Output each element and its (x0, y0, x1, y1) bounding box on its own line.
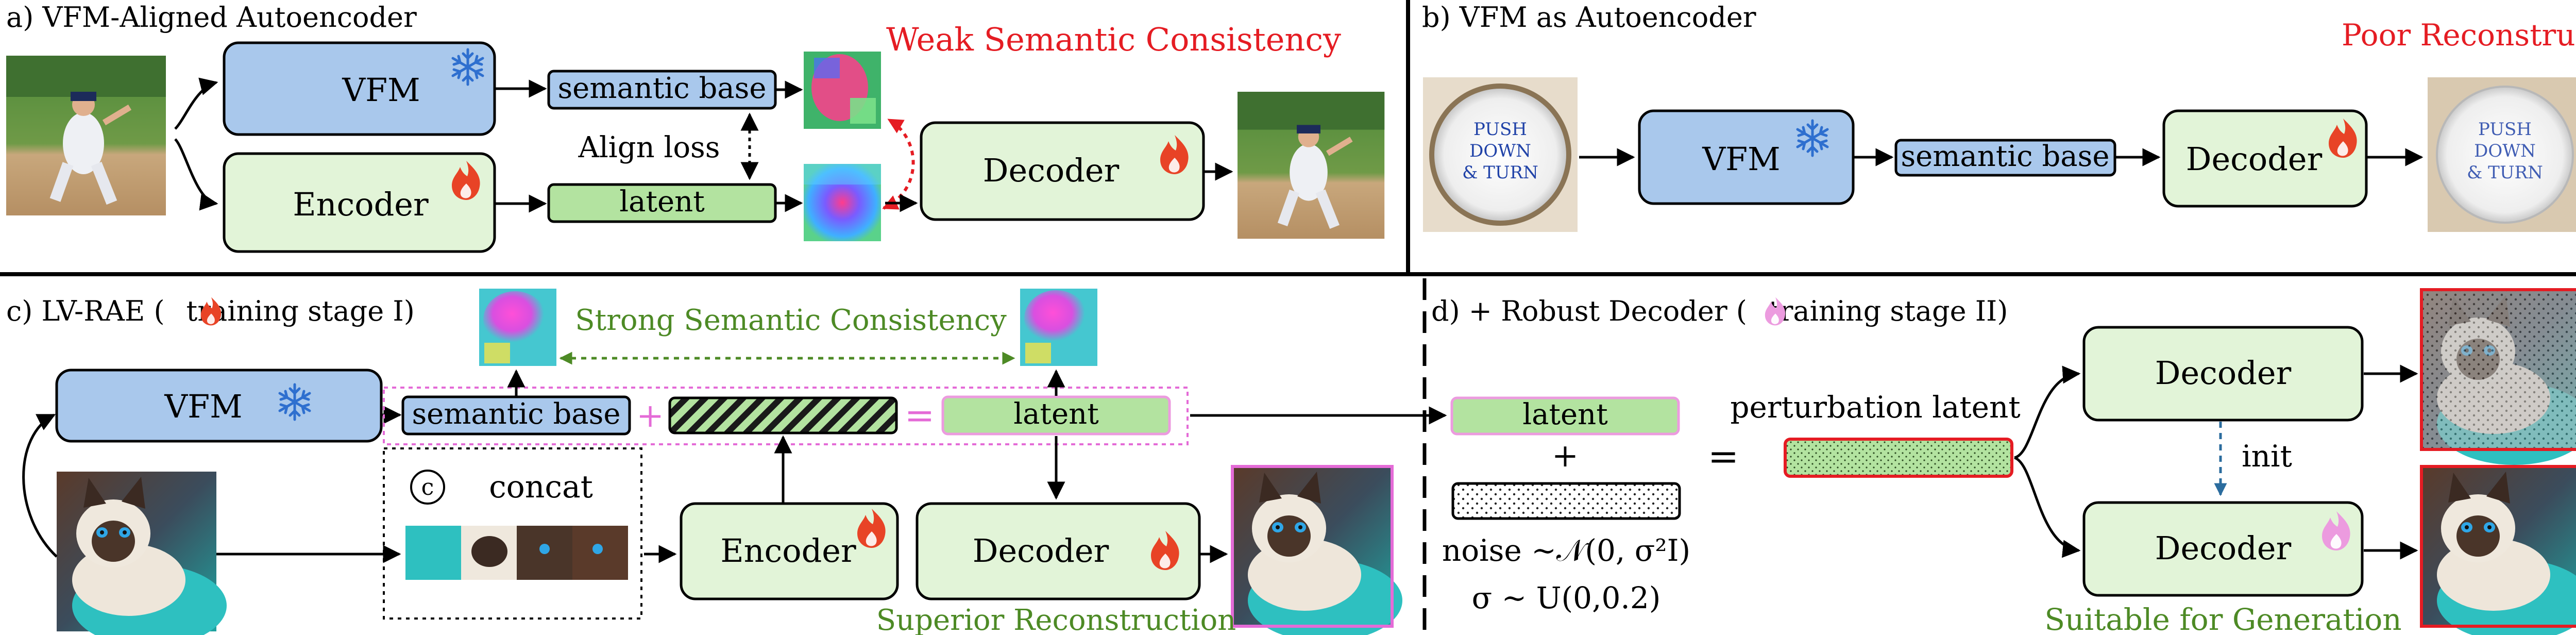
panel-b-input-image: PUSH DOWN & TURN (1423, 77, 1578, 232)
concat-label: concat (489, 469, 593, 505)
panel-b-note: Poor Reconstruction (2342, 18, 2576, 53)
panel-a-title: a) VFM-Aligned Autoencoder (6, 1, 417, 34)
panel-b-vfm-block: VFM (1638, 109, 1855, 205)
noise-box (1451, 482, 1681, 520)
panel-d-equals: = (1708, 435, 1739, 478)
perturbation-label: perturbation latent (1730, 390, 2020, 425)
panel-c-output-image (1231, 465, 1402, 635)
hatched-residual-latent (668, 396, 898, 435)
equals-sign: = (905, 394, 935, 437)
concat-box (383, 447, 642, 620)
panel-a-output-image (1238, 92, 1384, 239)
panel-c-latent-feature-map (1020, 289, 1097, 366)
latent-label: latent (1522, 398, 1608, 431)
align-loss-label: Align loss (578, 131, 720, 164)
panel-d-decoder-bottom-label: Decoder (2155, 529, 2292, 567)
perturbation-latent-box (1784, 438, 2013, 478)
cap-line-1: PUSH (1473, 119, 1527, 140)
panel-c-semantic-feature-map (479, 289, 556, 366)
semantic-base-label: semantic base (412, 397, 620, 431)
cap-output-line-3: & TURN (2467, 162, 2543, 183)
latent-label: latent (1013, 397, 1099, 431)
panel-c-decoder-block: Decoder (916, 502, 1201, 600)
panel-c-decoder-label: Decoder (973, 532, 1109, 570)
concat-patch-strip (405, 526, 628, 580)
latent-label: latent (619, 185, 705, 219)
panel-c-input-image (57, 472, 227, 635)
panel-d-title-prefix: d) + Robust Decoder ( (1431, 295, 1747, 327)
panel-a-vfm-block: VFM (223, 41, 496, 136)
panel-d-latent: latent (1450, 396, 1680, 436)
panel-a-latent-feature-map (804, 164, 881, 241)
panel-d-decoder-top: Decoder (2082, 326, 2364, 422)
panel-c-note-top: Strong Semantic Consistency (575, 304, 1007, 337)
panel-c-title: c) LV-RAE ( training stage I) (6, 295, 415, 327)
panel-a-note: Weak Semantic Consistency (886, 21, 1341, 58)
panel-a-input-image (6, 56, 166, 215)
panel-d-noisy-output-image (2420, 288, 2576, 465)
panel-c-vfm-block: VFM (55, 369, 383, 443)
panel-b: b) VFM as Autoencoder Poor Reconstructio… (1422, 1, 2576, 232)
panel-c-latent: latent (941, 395, 1171, 436)
panel-a: a) VFM-Aligned Autoencoder Weak Semantic… (6, 1, 1384, 253)
panel-d: d) + Robust Decoder (training stage II) … (1431, 288, 2576, 635)
panel-a-vfm-label: VFM (342, 71, 420, 109)
panel-b-output-image: PUSH DOWN & TURN (2428, 77, 2576, 232)
panel-b-semantic-base: semantic base (1894, 139, 2116, 177)
cap-line-3: & TURN (1462, 162, 1538, 183)
concat-symbol-circle (410, 470, 445, 505)
panel-a-semantic-feature-map (804, 52, 881, 129)
panel-c: c) LV-RAE ( training stage I) Strong Sema… (6, 289, 1447, 635)
panel-d-decoder-bottom: Decoder (2082, 501, 2364, 597)
panel-a-encoder-block: Encoder (223, 152, 496, 253)
init-label: init (2242, 439, 2292, 474)
cap-output-line-2: DOWN (2474, 141, 2536, 161)
panel-a-latent: latent (547, 183, 777, 223)
plus-sign: + (636, 397, 664, 435)
cap-line-2: DOWN (1469, 141, 1531, 161)
panel-b-title: b) VFM as Autoencoder (1422, 1, 1756, 34)
panel-d-clean-output-image (2420, 465, 2576, 635)
panel-c-note-bottom: Superior Reconstruction (876, 604, 1236, 635)
panel-a-decoder-block: Decoder (920, 121, 1205, 221)
panel-d-note-bottom: Suitable for Generation (2044, 602, 2401, 635)
panel-c-title-prefix: c) LV-RAE ( (6, 295, 165, 327)
panel-a-semantic-base: semantic base (547, 70, 777, 110)
panel-d-title: d) + Robust Decoder ( training stage II) (1431, 295, 2008, 327)
panel-d-decoder-top-label: Decoder (2155, 354, 2292, 392)
panel-c-encoder-block: Encoder (680, 502, 899, 600)
concat-symbol: c (421, 474, 434, 500)
panel-c-title-suffix: training stage I) (187, 295, 415, 327)
panel-b-decoder-label: Decoder (2186, 140, 2323, 178)
panel-b-decoder-block: Decoder (2162, 109, 2368, 208)
panel-c-encoder-label: Encoder (720, 532, 856, 570)
noise-formula: noise ~𝒩(0, σ²I) (1442, 533, 1690, 568)
panel-d-title-suffix: training stage II) (1769, 295, 2008, 327)
sigma-formula: σ ~ U(0,0.2) (1472, 580, 1661, 615)
panel-c-semantic-base: semantic base (401, 395, 631, 436)
panel-b-vfm-label: VFM (1702, 140, 1780, 178)
cap-output-line-1: PUSH (2478, 119, 2532, 140)
panel-a-decoder-label: Decoder (983, 152, 1120, 189)
panel-a-encoder-label: Encoder (293, 186, 429, 223)
semantic-base-label: semantic base (557, 72, 766, 105)
panel-c-vfm-label: VFM (164, 388, 242, 425)
panel-d-plus: + (1552, 437, 1579, 474)
semantic-base-label: semantic base (1901, 140, 2109, 173)
